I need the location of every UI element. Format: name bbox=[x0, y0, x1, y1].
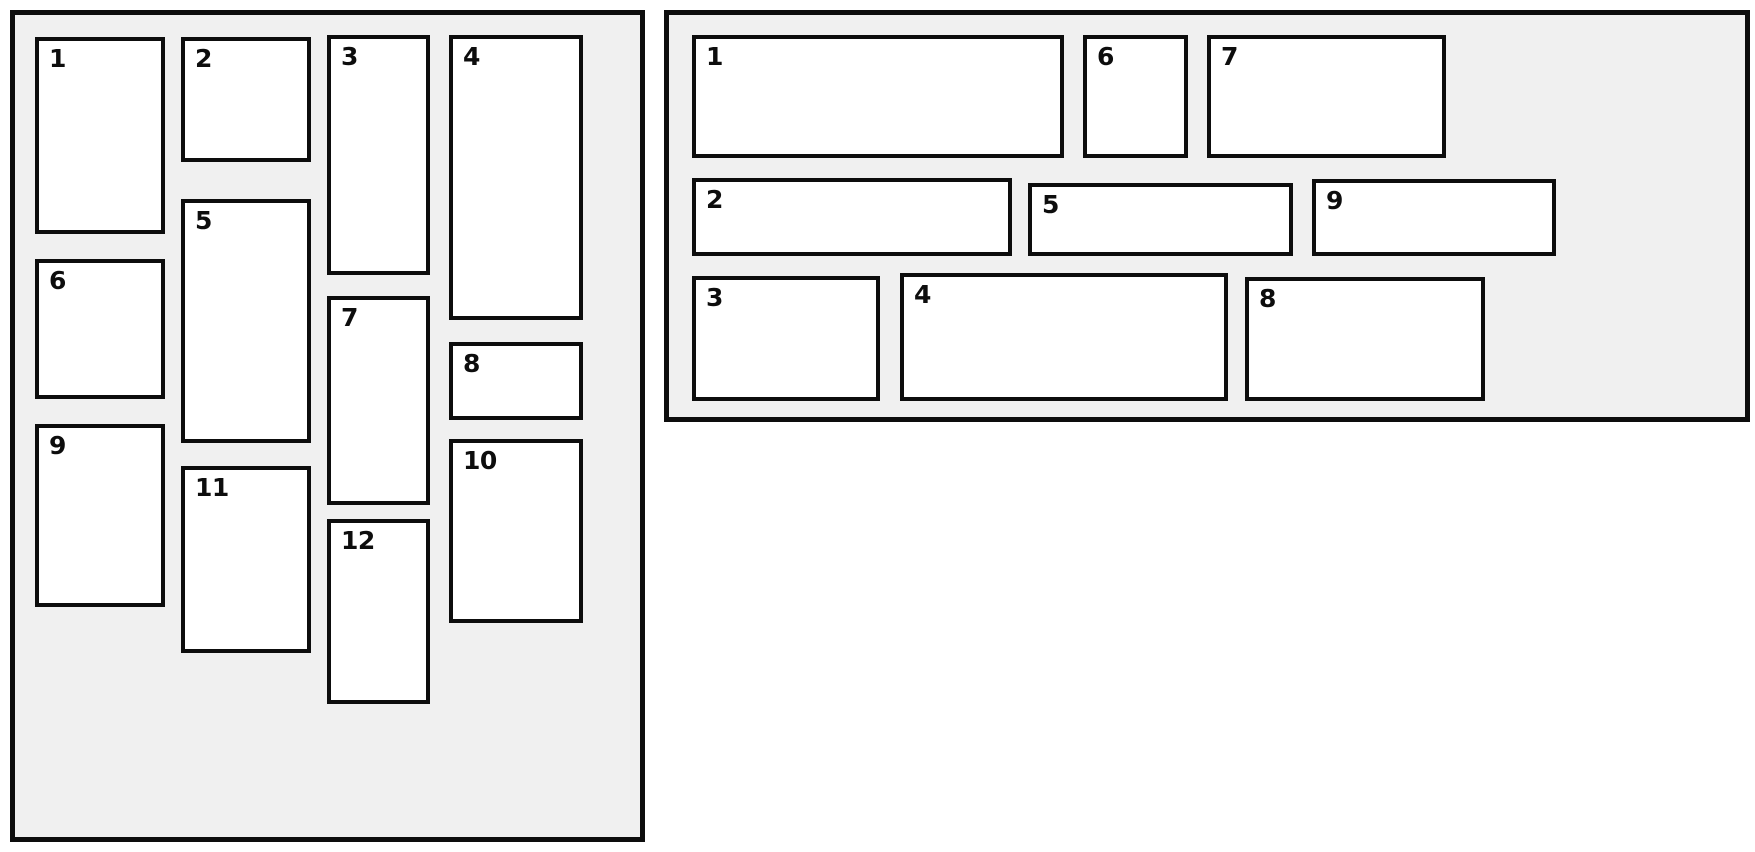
region-box-label: 1 bbox=[49, 44, 66, 73]
region-box-3[interactable]: 3 bbox=[692, 276, 880, 401]
region-box-4[interactable]: 4 bbox=[900, 273, 1228, 401]
region-box-9[interactable]: 9 bbox=[1312, 179, 1556, 256]
region-box-label: 7 bbox=[1221, 42, 1238, 71]
region-box-label: 10 bbox=[463, 446, 497, 475]
region-box-5[interactable]: 5 bbox=[1028, 183, 1293, 256]
region-box-label: 4 bbox=[914, 280, 931, 309]
region-box-10[interactable]: 10 bbox=[449, 439, 583, 623]
region-box-6[interactable]: 6 bbox=[35, 259, 165, 399]
region-box-label: 5 bbox=[1042, 190, 1059, 219]
region-box-4[interactable]: 4 bbox=[449, 35, 583, 320]
region-box-12[interactable]: 12 bbox=[327, 519, 430, 704]
region-box-8[interactable]: 8 bbox=[1245, 277, 1485, 401]
region-box-label: 11 bbox=[195, 473, 229, 502]
region-box-label: 2 bbox=[706, 185, 723, 214]
region-box-label: 9 bbox=[1326, 186, 1343, 215]
region-box-label: 2 bbox=[195, 44, 212, 73]
region-box-1[interactable]: 1 bbox=[692, 35, 1064, 158]
region-box-label: 3 bbox=[341, 42, 358, 71]
right-panel: 1 6 7 2 5 9 3 4 8 bbox=[664, 10, 1750, 422]
region-box-label: 4 bbox=[463, 42, 480, 71]
region-box-label: 6 bbox=[49, 266, 66, 295]
region-box-6[interactable]: 6 bbox=[1083, 35, 1188, 158]
region-box-label: 3 bbox=[706, 283, 723, 312]
region-box-label: 8 bbox=[463, 349, 480, 378]
region-box-label: 1 bbox=[706, 42, 723, 71]
region-box-2[interactable]: 2 bbox=[692, 178, 1012, 256]
region-box-1[interactable]: 1 bbox=[35, 37, 165, 234]
region-box-label: 12 bbox=[341, 526, 375, 555]
region-box-label: 9 bbox=[49, 431, 66, 460]
region-box-7[interactable]: 7 bbox=[1207, 35, 1446, 158]
region-box-label: 7 bbox=[341, 303, 358, 332]
region-box-3[interactable]: 3 bbox=[327, 35, 430, 275]
region-box-2[interactable]: 2 bbox=[181, 37, 311, 162]
region-box-label: 5 bbox=[195, 206, 212, 235]
region-box-9[interactable]: 9 bbox=[35, 424, 165, 607]
region-box-5[interactable]: 5 bbox=[181, 199, 311, 443]
region-box-11[interactable]: 11 bbox=[181, 466, 311, 653]
region-box-7[interactable]: 7 bbox=[327, 296, 430, 505]
region-box-label: 8 bbox=[1259, 284, 1276, 313]
region-box-8[interactable]: 8 bbox=[449, 342, 583, 420]
region-box-label: 6 bbox=[1097, 42, 1114, 71]
